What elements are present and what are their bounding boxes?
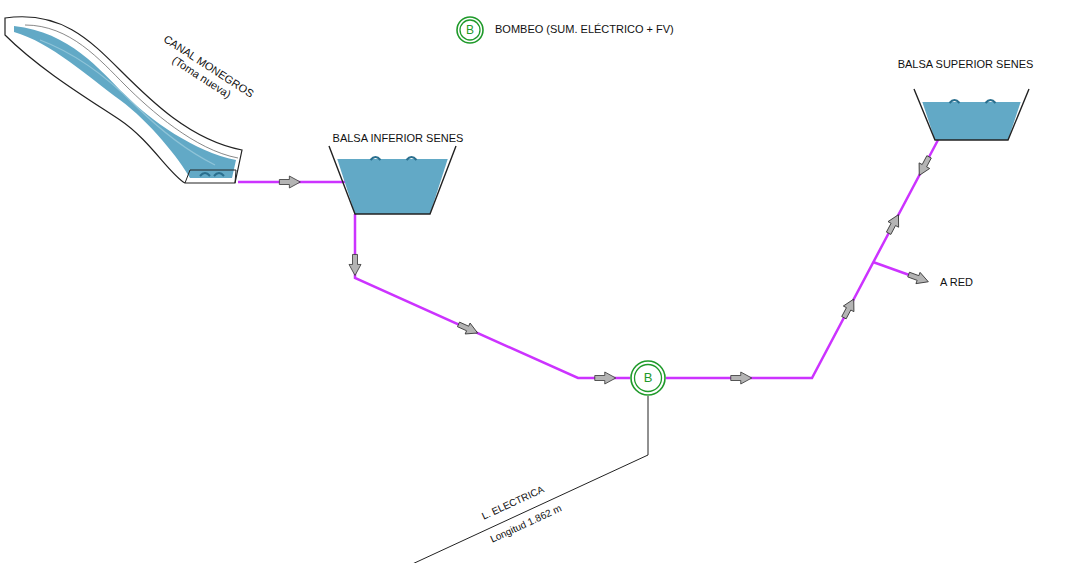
electric-line <box>408 396 648 563</box>
wave-mark <box>986 100 996 103</box>
pond-outline <box>329 146 456 214</box>
node-shape <box>300 132 490 216</box>
node-shape <box>630 360 666 396</box>
pump-ring <box>631 361 665 395</box>
flow-arrow <box>595 372 616 384</box>
pond-outline <box>914 89 1029 140</box>
pipe <box>666 140 938 378</box>
pond-name: BALSA SUPERIOR SENES <box>880 58 1051 71</box>
pond-name: BALSA INFERIOR SENES <box>300 132 496 145</box>
legend-symbol <box>455 16 485 46</box>
pipe-group <box>349 214 630 384</box>
pump-letter: B <box>630 360 666 396</box>
wave-mark <box>950 100 960 103</box>
line-length: Longitud 1.862 m <box>488 502 563 545</box>
pipe-group <box>238 176 345 188</box>
wave-mark <box>200 173 224 176</box>
canal-wall <box>25 25 238 158</box>
pump-ring <box>635 365 662 392</box>
flow-arrow <box>839 296 859 320</box>
canal-water <box>14 26 236 178</box>
line-name: L. ELECTRICA <box>480 483 546 522</box>
pipe-group <box>666 140 938 384</box>
flow-arrow <box>914 154 934 178</box>
flow-arrow <box>883 212 903 236</box>
canal-intake: CANAL MONEGROS (Toma nueva) <box>0 8 268 188</box>
flow-arrow <box>456 319 480 339</box>
wave-mark <box>407 157 417 160</box>
flow-arrow <box>279 176 300 188</box>
flow-arrow <box>349 254 361 275</box>
canal-name: CANAL MONEGROS (Toma nueva) <box>151 31 259 114</box>
upper-pond: BALSA SUPERIOR SENES <box>880 58 1051 142</box>
water <box>922 102 1020 140</box>
flow-arrow <box>907 269 931 287</box>
canal-end <box>185 170 236 183</box>
node-shape <box>880 58 1045 142</box>
wave-mark <box>371 157 381 160</box>
legend-text: BOMBEO (SUM. ELÉCTRICO + FV) <box>495 23 674 36</box>
lower-pond: BALSA INFERIOR SENES <box>300 132 496 216</box>
water <box>337 159 447 214</box>
legend-letter: B <box>466 23 474 37</box>
node-shape <box>0 8 268 188</box>
pump-station: B <box>630 360 666 396</box>
pipe <box>355 214 630 378</box>
canal-outline <box>5 17 242 183</box>
canal-current <box>40 40 215 165</box>
network-label: A RED <box>940 276 973 289</box>
flow-arrow <box>731 372 752 384</box>
